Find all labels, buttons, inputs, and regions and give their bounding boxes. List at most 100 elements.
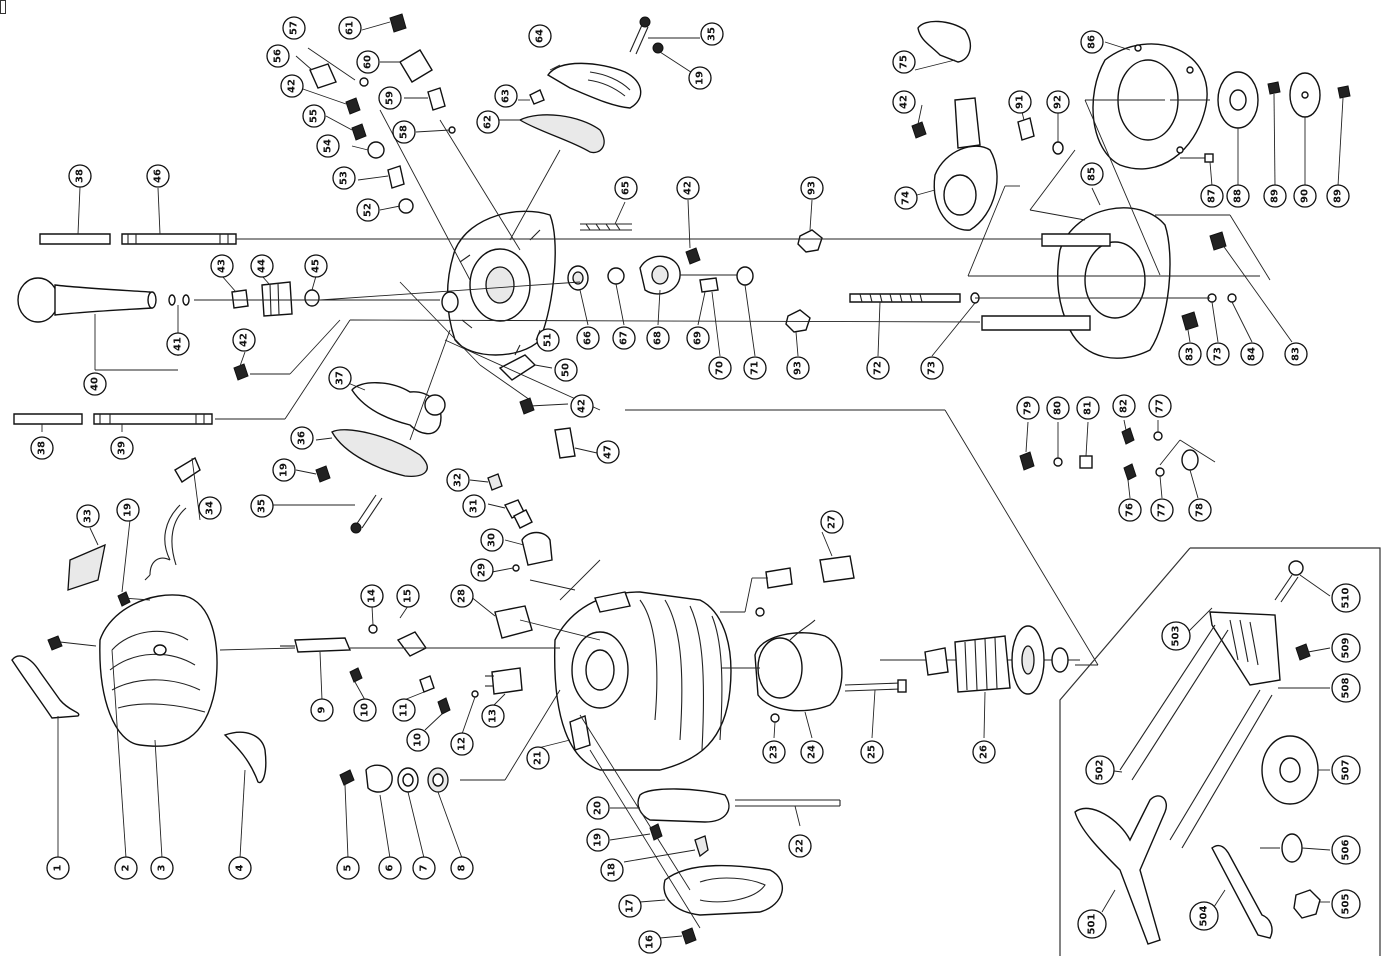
balloon-circle xyxy=(866,356,890,380)
part-number-balloon: 505 xyxy=(1331,889,1361,919)
part-number-label: 80 xyxy=(1053,401,1064,415)
balloon-circle xyxy=(1150,498,1174,522)
part-number-balloon: 92 xyxy=(1046,90,1070,114)
part-number-balloon: 19 xyxy=(272,458,296,482)
part-number-label: 60 xyxy=(363,55,374,69)
part-number-balloon: 62 xyxy=(476,110,500,134)
part-number-balloon: 55 xyxy=(302,104,326,128)
part-number-label: 9 xyxy=(317,706,328,713)
part-number-label: 53 xyxy=(339,171,350,185)
balloon-circle xyxy=(800,176,824,200)
balloon-circle xyxy=(150,856,174,880)
part-number-balloon: 502 xyxy=(1085,755,1115,785)
balloon-circle xyxy=(686,326,710,350)
part-number-label: 16 xyxy=(645,935,656,949)
part-number-label: 38 xyxy=(37,441,48,455)
part-number-balloon: 79 xyxy=(1016,396,1040,420)
balloon-circle xyxy=(1178,342,1202,366)
part-number-balloon: 5 xyxy=(336,856,360,880)
balloon-circle xyxy=(116,498,140,522)
part-number-label: 46 xyxy=(153,169,164,183)
part-number-balloon: 42 xyxy=(676,176,700,200)
part-number-balloon: 37 xyxy=(328,366,352,390)
balloon-circle xyxy=(1118,498,1142,522)
part-number-balloon: 25 xyxy=(860,740,884,764)
balloon-circle xyxy=(76,504,100,528)
balloon-circle xyxy=(378,86,402,110)
part-number-balloon: 72 xyxy=(866,356,890,380)
part-number-label: 10 xyxy=(360,703,371,717)
part-number-balloon: 78 xyxy=(1188,498,1212,522)
balloon-circle xyxy=(1200,184,1224,208)
part-number-label: 17 xyxy=(625,899,636,913)
part-number-label: 56 xyxy=(273,49,284,63)
part-number-label: 30 xyxy=(487,533,498,547)
part-number-label: 7 xyxy=(419,864,430,871)
part-number-balloon: 73 xyxy=(1206,342,1230,366)
part-number-label: 76 xyxy=(1125,503,1136,517)
part-number-balloon: 40 xyxy=(83,372,107,396)
part-number-balloon: 10 xyxy=(353,698,377,722)
part-number-label: 52 xyxy=(363,203,374,217)
part-drawings xyxy=(11,13,1351,945)
part-number-label: 28 xyxy=(457,589,468,603)
balloon-circle xyxy=(68,164,92,188)
part-number-balloon: 58 xyxy=(392,120,416,144)
part-number-balloon: 75 xyxy=(892,50,916,74)
part-number-label: 502 xyxy=(1095,760,1106,781)
balloon-circle xyxy=(1016,396,1040,420)
part-number-balloon: 47 xyxy=(596,440,620,464)
part-number-label: 12 xyxy=(457,737,468,751)
part-number-label: 75 xyxy=(899,55,910,69)
part-number-balloon: 59 xyxy=(378,86,402,110)
part-number-balloon: 45 xyxy=(304,254,328,278)
part-number-label: 83 xyxy=(1185,347,1196,361)
part-number-balloon: 38 xyxy=(30,436,54,460)
balloon-circle xyxy=(356,50,380,74)
balloon-circle xyxy=(1293,184,1317,208)
part-number-balloon: 83 xyxy=(1178,342,1202,366)
part-number-label: 508 xyxy=(1341,678,1352,699)
balloon-circle xyxy=(166,332,190,356)
part-number-label: 47 xyxy=(603,445,614,459)
part-number-balloon: 56 xyxy=(266,44,290,68)
part-number-label: 40 xyxy=(90,377,101,391)
part-number-label: 33 xyxy=(83,509,94,523)
part-number-balloon: 3 xyxy=(150,856,174,880)
part-number-balloon: 39 xyxy=(110,436,134,460)
balloon-circle xyxy=(1080,162,1104,186)
balloon-circle xyxy=(1112,394,1136,418)
part-number-label: 63 xyxy=(501,89,512,103)
part-number-balloon: 42 xyxy=(232,328,256,352)
part-number-balloon: 53 xyxy=(332,166,356,190)
balloon-circle xyxy=(396,584,420,608)
part-number-label: 72 xyxy=(873,361,884,375)
balloon-circle xyxy=(614,176,638,200)
part-number-balloon: 26 xyxy=(972,740,996,764)
part-number-label: 31 xyxy=(469,499,480,513)
part-number-label: 50 xyxy=(561,363,572,377)
part-number-balloon: 7 xyxy=(412,856,436,880)
part-number-label: 6 xyxy=(385,864,396,871)
part-number-balloon: 61 xyxy=(338,16,362,40)
part-number-balloon: 67 xyxy=(612,326,636,350)
balloon-circle xyxy=(786,356,810,380)
part-number-label: 26 xyxy=(979,745,990,759)
part-number-label: 506 xyxy=(1341,840,1352,861)
part-number-balloon: 19 xyxy=(688,66,712,90)
part-number-label: 78 xyxy=(1195,503,1206,517)
balloon-circle xyxy=(1331,633,1361,663)
part-number-label: 64 xyxy=(535,29,546,43)
balloon-circle xyxy=(378,856,402,880)
balloon-circle xyxy=(1161,621,1191,651)
balloon-circle xyxy=(1148,394,1172,418)
balloon-circle xyxy=(920,356,944,380)
balloon-circle xyxy=(1206,342,1230,366)
balloon-circle xyxy=(1085,755,1115,785)
balloon-circle xyxy=(972,740,996,764)
part-number-label: 93 xyxy=(807,181,818,195)
part-number-label: 22 xyxy=(795,839,806,853)
part-number-balloon: 41 xyxy=(166,332,190,356)
part-number-label: 14 xyxy=(367,589,378,603)
part-number-label: 504 xyxy=(1199,906,1210,927)
